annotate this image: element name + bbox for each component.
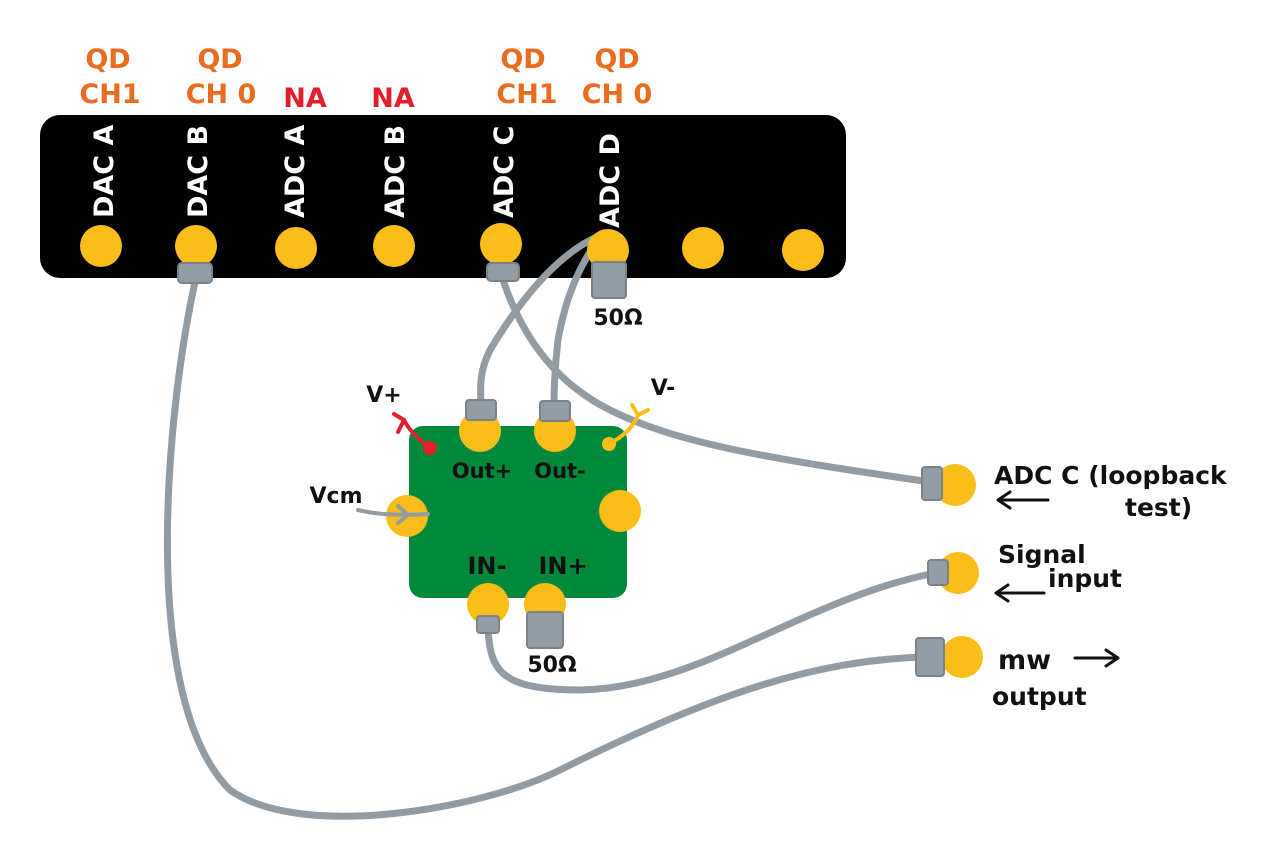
label-adc-c-line2: CH1 xyxy=(496,79,557,110)
vplus-wire xyxy=(392,412,437,455)
label-adc-c-line1: QD xyxy=(500,44,545,75)
port-label-adc-a: ADC A xyxy=(280,124,311,218)
mw-output-label-line2: output xyxy=(992,682,1087,711)
in-minus-label: IN- xyxy=(468,552,507,580)
label-dac-a-line2: CH1 xyxy=(79,79,140,110)
connector-adc-d[interactable] xyxy=(587,229,629,271)
connector-dac-a[interactable] xyxy=(80,225,122,267)
adc-c-loopback-label-line2: test) xyxy=(1125,493,1192,522)
terminator-top-label: 50Ω xyxy=(593,306,643,331)
arrow-left-icon xyxy=(996,490,1050,510)
port-label-dac-b: DAC B xyxy=(183,125,214,218)
port-label-dac-a: DAC A xyxy=(89,124,120,218)
arrow-right-icon xyxy=(1073,648,1120,668)
arrow-left-icon xyxy=(994,583,1046,603)
cable-in-minus-to-signal-input xyxy=(484,569,939,694)
board-port-labels: DAC A DAC B ADC A ADC B ADC C ADC D xyxy=(89,124,626,228)
mw-output-label-line1: mw xyxy=(998,645,1051,676)
plug-adc-c xyxy=(486,262,520,282)
vplus-label: V+ xyxy=(366,383,401,408)
connector-adc-b[interactable] xyxy=(373,225,415,267)
label-adc-a: NA xyxy=(283,83,327,114)
terminator-in-plus xyxy=(526,611,564,649)
label-adc-d-line1: QD xyxy=(594,44,639,75)
adc-c-loopback-label-line1: ADC C (loopback xyxy=(994,461,1228,490)
amplifier-board xyxy=(409,426,627,598)
cable-adc-d-to-out-plus xyxy=(477,230,608,408)
plug-out-minus xyxy=(539,400,571,422)
connector-adc-a[interactable] xyxy=(275,227,317,269)
out-plus-label: Out+ xyxy=(452,459,512,483)
label-dac-b-line2: CH 0 xyxy=(186,79,257,110)
plug-signal-input xyxy=(927,559,949,586)
vminus-wire xyxy=(602,403,650,451)
connector-7[interactable] xyxy=(682,227,724,269)
connector-8[interactable] xyxy=(782,229,824,271)
cable-adc-d-to-out-minus xyxy=(550,230,608,410)
connector-adc-c-loopback[interactable] xyxy=(934,464,976,506)
signal-input-label-line2: input xyxy=(1048,564,1122,593)
signal-input-label-line1: Signal xyxy=(998,540,1086,569)
label-dac-a-line1: QD xyxy=(85,44,130,75)
label-dac-b-line1: QD xyxy=(197,44,242,75)
vcm-wire xyxy=(356,508,430,517)
vcm-arrow xyxy=(396,504,412,525)
cables xyxy=(163,230,939,820)
vcm-label: Vcm xyxy=(310,484,363,509)
connector-dac-b[interactable] xyxy=(175,225,217,267)
plug-out-plus xyxy=(465,399,497,421)
cable-dac-b-to-mw-output xyxy=(163,278,929,820)
port-label-adc-b: ADC B xyxy=(380,125,411,218)
connector-in-minus[interactable] xyxy=(467,583,509,625)
label-adc-d-line2: CH 0 xyxy=(582,79,653,110)
plug-in-minus xyxy=(476,615,500,634)
board-connectors xyxy=(80,223,824,271)
in-plus-label: IN+ xyxy=(538,552,587,580)
connector-mw-output[interactable] xyxy=(941,636,983,678)
plug-mw-output xyxy=(915,637,945,677)
terminator-adc-d xyxy=(591,261,627,299)
connector-amp-right[interactable] xyxy=(599,490,641,532)
plug-adc-c-loopback xyxy=(921,466,943,501)
rfsoc-board xyxy=(40,115,846,278)
plug-dac-b xyxy=(177,262,213,284)
label-adc-b: NA xyxy=(371,83,415,114)
port-label-adc-d: ADC D xyxy=(595,133,626,228)
port-label-adc-c: ADC C xyxy=(489,126,520,218)
connector-adc-c[interactable] xyxy=(480,223,522,265)
terminator-amp-label: 50Ω xyxy=(527,653,577,678)
channel-labels: QD CH1 QD CH 0 NA NA QD CH1 QD CH 0 xyxy=(79,44,652,114)
vminus-label: V- xyxy=(651,376,676,401)
cable-adc-c-loopback xyxy=(499,276,934,486)
out-minus-label: Out- xyxy=(534,459,586,483)
